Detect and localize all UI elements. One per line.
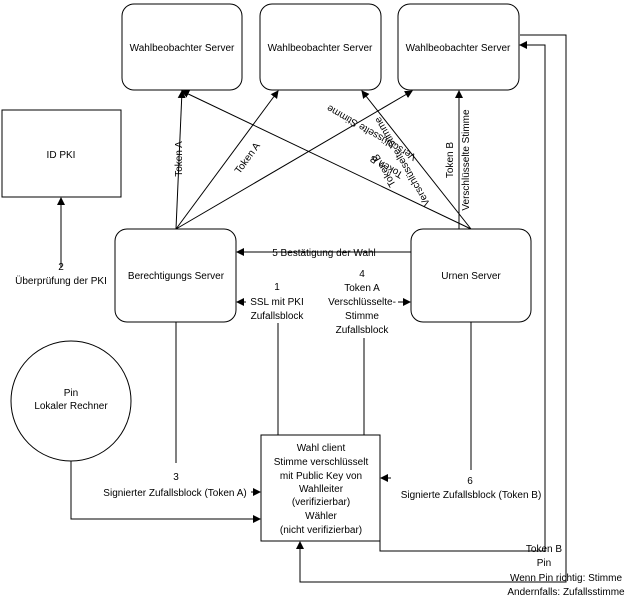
edge-auth-obs1 <box>175 90 186 230</box>
edge-urn-obs2 <box>361 90 472 230</box>
client-line-3: mit Public Key von <box>280 471 362 482</box>
label-token-a-1: Token A <box>174 141 185 177</box>
client-line-4: Wahlleiter <box>299 484 344 495</box>
label-step4-line4: Stimme <box>345 311 379 322</box>
pin-local-computer: Pin Lokaler Rechner <box>10 340 132 462</box>
local-computer-label: Lokaler Rechner <box>34 401 108 412</box>
edge-auth-obs3 <box>175 90 413 230</box>
label-step6-number: 6 <box>467 476 473 487</box>
label-bottom-token-b: Token B <box>526 544 562 555</box>
label-step3-number: 3 <box>173 472 179 483</box>
auth-server: Berechtigungs Server <box>114 228 237 323</box>
edge-client-obs3 <box>379 41 546 552</box>
label-step3-text: Signierter Zufallsblock (Token A) <box>103 488 246 499</box>
label-step1-line2: SSL mit PKI <box>250 297 304 308</box>
label-encrypted-vote-vertical: Verschlüsselte Stimme <box>461 109 472 211</box>
vote-client: Wahl client Stimme verschlüsselt mit Pub… <box>260 434 381 542</box>
edge-urn-obs1 <box>181 90 472 230</box>
pin-label: Pin <box>64 388 78 399</box>
id-pki-label: ID PKI <box>47 150 76 161</box>
observer-server-3: Wahlbeobachter Server <box>397 3 520 91</box>
observer-server-1: Wahlbeobachter Server <box>121 3 243 91</box>
label-step4-line3: Verschlüsselte- <box>328 297 396 308</box>
label-step2-number: 2 <box>58 262 64 273</box>
label-step6-text: Signierte Zufallsblock (Token B) <box>401 490 542 501</box>
urn-server: Urnen Server <box>410 228 532 323</box>
auth-server-label: Berechtigungs Server <box>128 271 225 282</box>
label-bottom-pin: Pin <box>537 558 551 569</box>
edge-auth-obs2 <box>175 90 279 230</box>
client-line-5: (verifizierbar) <box>292 497 350 508</box>
observer-server-2: Wahlbeobachter Server <box>259 3 382 91</box>
edge-obs3-client <box>296 34 567 583</box>
id-pki-box: ID PKI <box>1 109 122 198</box>
observer-server-3-label: Wahlbeobachter Server <box>406 43 511 54</box>
label-bottom-line1: Wenn Pin richtig: Stimme <box>510 573 623 584</box>
label-step4-line1: 4 <box>359 269 365 280</box>
edge-pin-client <box>70 461 261 523</box>
client-line-6: Wähler <box>305 511 337 522</box>
label-step4-line2: Token A <box>344 283 380 294</box>
client-line-1: Wahl client <box>297 443 346 454</box>
client-line-2: Stimme verschlüsselt <box>274 457 369 468</box>
label-token-b-vertical: Token B <box>445 142 456 178</box>
label-step5: 5 Bestätigung der Wahl <box>272 248 376 259</box>
label-bottom-line2: Andernfalls: Zufallsstimme <box>507 587 625 598</box>
observer-server-1-label: Wahlbeobachter Server <box>130 43 235 54</box>
label-step2-text: Überprüfung der PKI <box>15 275 107 287</box>
client-line-7: (nicht verifizierbar) <box>280 525 362 536</box>
observer-server-2-label: Wahlbeobachter Server <box>268 43 373 54</box>
label-step1-line3: Zufallsblock <box>251 311 305 322</box>
label-step1-line1: 1 <box>274 282 280 293</box>
label-step4-line5: Zufallsblock <box>336 325 390 336</box>
urn-server-label: Urnen Server <box>441 271 501 282</box>
